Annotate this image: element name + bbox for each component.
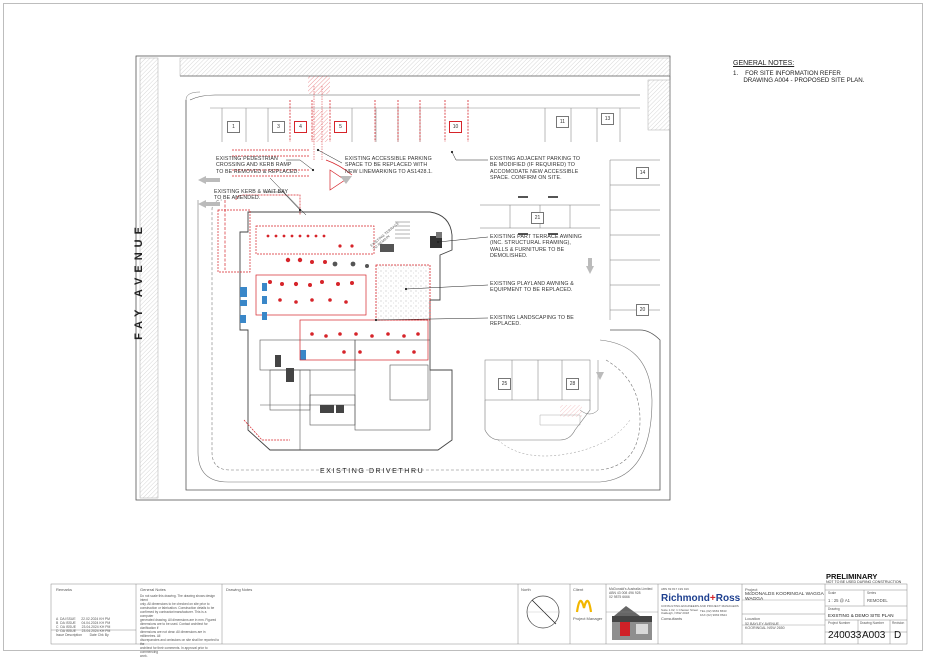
parking-bay-tag: 1 xyxy=(227,121,240,133)
street-label: FAY AVENUE xyxy=(132,222,145,340)
preliminary-note: NOT TO BE USED DURING CONSTRUCTION xyxy=(826,580,902,584)
parking-bay-tag: 4 xyxy=(294,121,307,133)
series-value: REMODEL xyxy=(867,598,888,603)
drawing-number: A003 xyxy=(862,630,886,641)
traffic-arrows xyxy=(198,176,604,380)
firm-abn: ABN 69 817 199 919 xyxy=(661,587,689,591)
consultant-details: CONSULTING ENGINEERS AND PROJECT MANAGER… xyxy=(661,604,739,616)
general-notes-title: GENERAL NOTES: xyxy=(733,60,795,67)
parking-column-east xyxy=(609,159,660,320)
leader-lines xyxy=(264,149,489,321)
sheet-border xyxy=(3,3,923,651)
parking-bay-tag: 3 xyxy=(272,121,285,133)
parking-bay-tag: 20 xyxy=(636,304,649,316)
general-notes-text: Do not scale this drawing. The drawing s… xyxy=(140,594,220,658)
site-boundary xyxy=(135,55,671,501)
preliminary-stamp: PRELIMINARY xyxy=(826,572,878,581)
parking-bay-tag: 11 xyxy=(556,116,569,128)
building-outline xyxy=(239,211,453,451)
parking-bay-tag: 14 xyxy=(636,167,649,179)
general-notes: GENERAL NOTES: 1. FOR SITE INFORMATION R… xyxy=(733,60,864,85)
revision-value: D xyxy=(894,630,902,641)
scale-label: Scale xyxy=(828,591,836,595)
footpath-north xyxy=(179,57,671,77)
location-label: Location xyxy=(745,616,761,621)
kitchen-walls xyxy=(259,339,431,450)
drawing-title: EXISTING & DEMO SITE PLAN xyxy=(828,613,894,618)
drive-thru-label: EXISTING DRIVETHRU xyxy=(320,468,425,475)
furniture-demo xyxy=(266,234,420,354)
drawing-label: Drawing xyxy=(828,607,840,611)
project-manager-label: Project Manager xyxy=(573,616,603,621)
north-arrow xyxy=(526,595,560,629)
parking-bay-tag: 13 xyxy=(601,113,614,125)
consultants-label: Consultants xyxy=(661,616,683,621)
building-thumbnail xyxy=(612,606,652,640)
project-label: Project xyxy=(745,587,758,592)
playland-area xyxy=(375,264,431,321)
client-label: Client xyxy=(573,587,584,592)
project-number-label: Project Number xyxy=(828,621,851,625)
parking-bay-tag: 5 xyxy=(334,121,347,133)
parking-bay-tag: 25 xyxy=(498,378,511,390)
revision-table: A DA ISSUE 22.02.2024 KH PM B DA ISSUE 0… xyxy=(56,617,111,637)
demo-zone xyxy=(217,149,429,441)
revision-label: Revision xyxy=(892,621,905,625)
note-terrace-awning: EXISTING PART TERRACE AWNING(INC. STRUCT… xyxy=(490,234,582,260)
remarks-label: Remarks xyxy=(56,587,73,592)
note-playland: EXISTING PLAYLAND AWNING &EQUIPMENT TO B… xyxy=(490,281,574,294)
client-logo xyxy=(575,599,593,613)
series-label: Series xyxy=(867,591,877,595)
drawing-notes-label: Drawing Notes xyxy=(226,587,253,592)
parking-bay-tag: 28 xyxy=(566,378,579,390)
title-block-lines xyxy=(50,583,908,645)
scale-value: 1 : 25 @ A1 xyxy=(828,598,850,603)
general-note-item: DRAWING A004 - PROPOSED SITE PLAN. xyxy=(743,77,865,84)
parking-bay-tag: 21 xyxy=(531,212,544,224)
general-notes-label: General Notes xyxy=(140,587,166,592)
north-label: North xyxy=(521,587,531,592)
footpath-west xyxy=(139,57,159,499)
drawing-number-label: Drawing Number xyxy=(860,621,884,625)
project-number: 240033 xyxy=(828,630,862,641)
parking-bay-tag: 10 xyxy=(449,121,462,133)
general-note-item: 1. FOR SITE INFORMATION REFER xyxy=(733,69,841,77)
consultant-logo: Richmond+Ross xyxy=(661,593,741,604)
booth-seats xyxy=(240,283,267,323)
